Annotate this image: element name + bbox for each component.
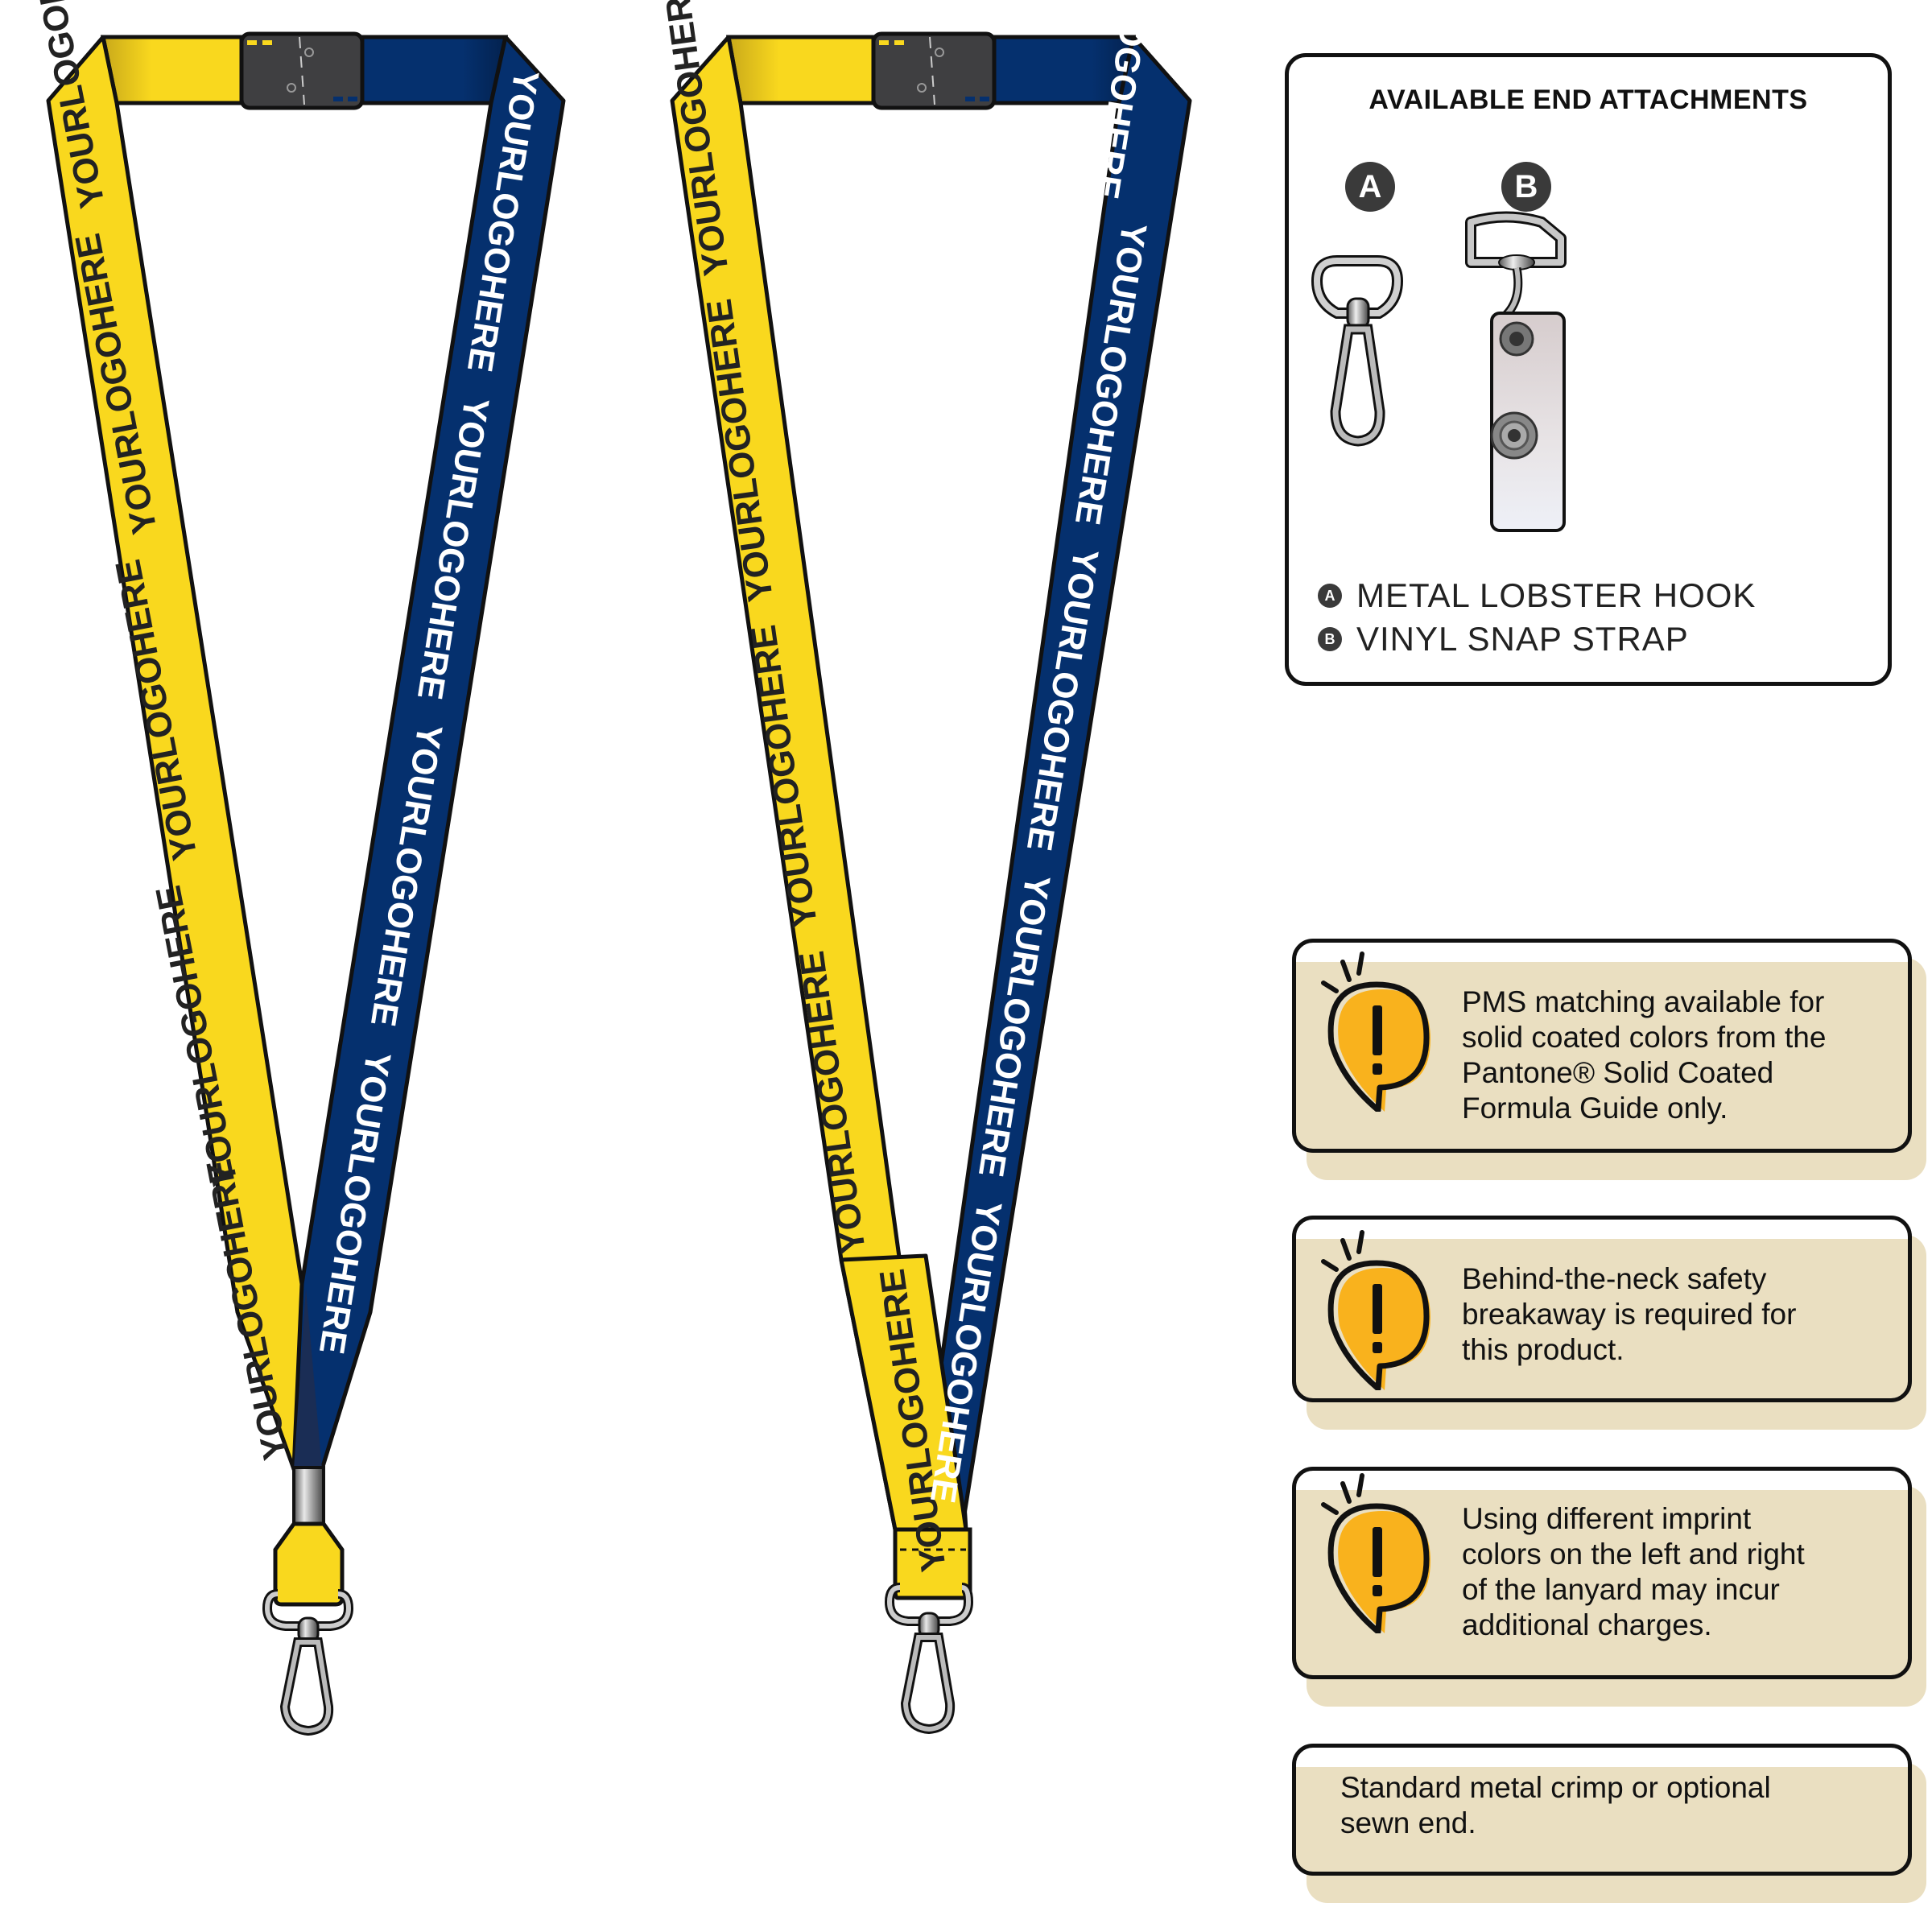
note-line: additional charges. (1462, 1608, 1712, 1641)
badge-a: A (1345, 162, 1395, 212)
note-line: PMS matching available for (1462, 985, 1825, 1018)
note-line: colors on the left and right (1462, 1538, 1805, 1571)
note-line: Pantone® Solid Coated (1462, 1056, 1774, 1089)
attachments-legend: A METAL LOBSTER HOOK B VINYL SNAP STRAP (1318, 574, 1756, 661)
legend-item-b: B VINYL SNAP STRAP (1318, 617, 1756, 661)
legend-label-b: VINYL SNAP STRAP (1356, 620, 1689, 658)
lanyard-sewn-end: YOURLOGOHERE YOURLOGOHERE YOURLOGOHERE Y… (655, 0, 1192, 1735)
attachment-illustrations (1311, 211, 1567, 532)
note-crimp-sewn: Standard metal crimp or optional sewn en… (1292, 1744, 1926, 1903)
note-breakaway: Behind-the-neck safety breakaway is requ… (1292, 1216, 1926, 1430)
note-line: Behind-the-neck safety (1462, 1262, 1767, 1295)
alert-icon (1321, 1473, 1430, 1633)
breakaway-buckle-icon (871, 31, 997, 110)
metal-crimp-icon (292, 1466, 325, 1525)
attachments-panel: AVAILABLE END ATTACHMENTS A B (1285, 53, 1892, 686)
vinyl-snap-strap-icon (1465, 211, 1567, 532)
alert-icon (1321, 1230, 1430, 1390)
alert-icon (1321, 952, 1430, 1112)
note-line: breakaway is required for (1462, 1298, 1797, 1331)
legend-label-a: METAL LOBSTER HOOK (1356, 576, 1757, 614)
note-pms-matching: PMS matching available for solid coated … (1292, 939, 1926, 1180)
note-box: Behind-the-neck safety breakaway is requ… (1292, 1216, 1912, 1402)
badge-b: B (1501, 162, 1551, 212)
note-text: PMS matching available for solid coated … (1462, 985, 1884, 1126)
note-line: of the lanyard may incur (1462, 1573, 1780, 1606)
note-line: Using different imprint (1462, 1502, 1752, 1535)
lobster-hook-icon (262, 1589, 354, 1736)
note-line: this product. (1462, 1333, 1624, 1366)
lanyard-crimp-end: YOURLOGOHERE YOURLOGOHERE YOURLOGOHERE Y… (15, 0, 566, 1736)
badge-a-small: A (1318, 584, 1342, 608)
lobster-hook-icon (884, 1583, 974, 1735)
note-imprint-colors: Using different imprint colors on the le… (1292, 1467, 1926, 1707)
note-line: Standard metal crimp or optional (1340, 1771, 1771, 1804)
note-text: Behind-the-neck safety breakaway is requ… (1462, 1261, 1884, 1368)
note-box: Using different imprint colors on the le… (1292, 1467, 1912, 1679)
badge-b-small: B (1318, 627, 1342, 651)
lobster-hook-icon (1311, 255, 1404, 447)
lanyard-illustrations: YOURLOGOHERE YOURLOGOHERE YOURLOGOHERE Y… (15, 0, 1192, 1736)
note-box: Standard metal crimp or optional sewn en… (1292, 1744, 1912, 1876)
legend-item-a: A METAL LOBSTER HOOK (1318, 574, 1756, 617)
attachments-title: AVAILABLE END ATTACHMENTS (1368, 85, 1808, 115)
note-text: Standard metal crimp or optional sewn en… (1340, 1770, 1884, 1841)
note-line: Formula Guide only. (1462, 1092, 1728, 1125)
breakaway-buckle-icon (239, 31, 365, 110)
right-imprint-text: YOURLOGOHERE (971, 872, 1058, 1179)
note-box: PMS matching available for solid coated … (1292, 939, 1912, 1153)
note-line: solid coated colors from the (1462, 1021, 1827, 1054)
note-line: sewn end. (1340, 1806, 1476, 1839)
note-text: Using different imprint colors on the le… (1462, 1501, 1884, 1643)
